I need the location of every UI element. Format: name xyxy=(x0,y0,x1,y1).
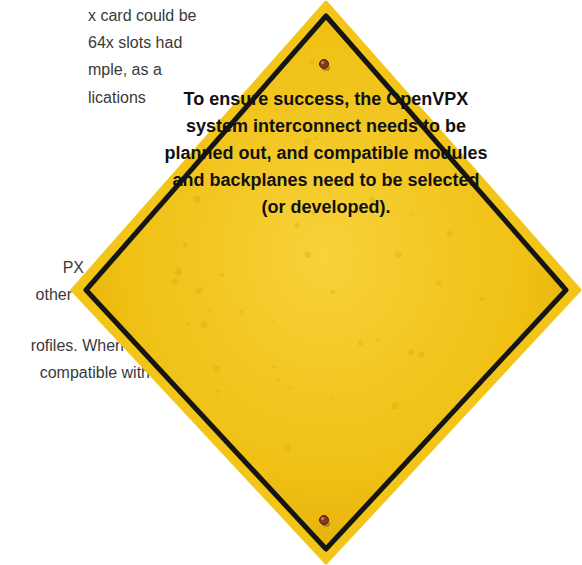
body-text-fragment: other xyxy=(0,285,72,305)
body-text-fragment: lications xyxy=(88,88,146,108)
warning-diamond: To ensure success, the OpenVPX system in… xyxy=(66,0,582,565)
body-text-fragment: PX xyxy=(0,258,84,278)
warning-text: To ensure success, the OpenVPX system in… xyxy=(161,86,491,221)
body-text-fragment: x card could be xyxy=(88,6,197,26)
diamond-outline xyxy=(66,0,582,565)
body-text-fragment: mple, as a xyxy=(88,60,162,80)
body-text-fragment: 64x slots had xyxy=(88,33,182,53)
body-text-fragment: compatible with xyxy=(0,363,150,383)
body-text-fragment: rofiles. When xyxy=(0,336,124,356)
